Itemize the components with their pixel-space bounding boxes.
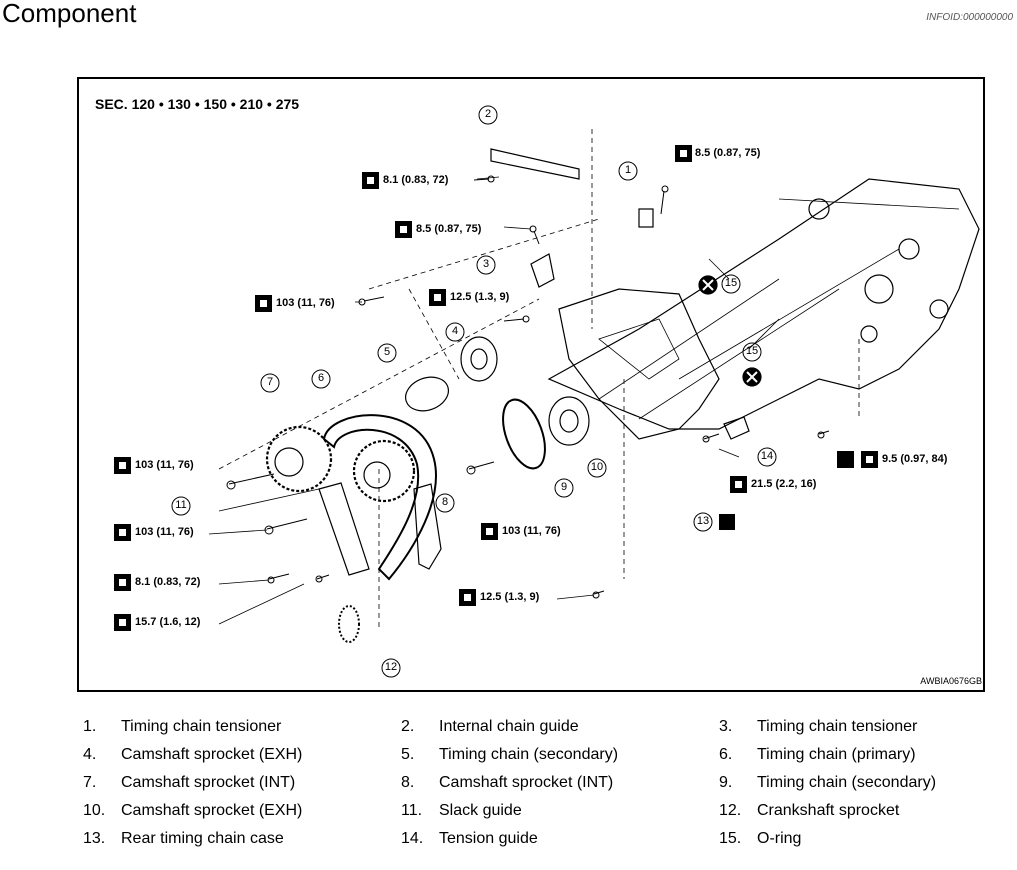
- torque-label: 103 (11, 76): [502, 525, 561, 537]
- slack-guide: [318, 482, 370, 576]
- chain-6: [322, 414, 437, 581]
- diagram-drawing: [114, 105, 980, 678]
- torque-label: 8.1 (0.83, 72): [383, 174, 449, 186]
- tensioner-1-body: [638, 208, 654, 228]
- callout-11: 11: [175, 499, 187, 511]
- sprocket-10: [548, 396, 590, 446]
- rear-timing-chain-case: [558, 288, 720, 440]
- torque-label: 12.5 (1.3, 9): [450, 291, 510, 303]
- page-title: Component: [2, 0, 137, 28]
- torque-label: 8.5 (0.87, 75): [695, 147, 761, 159]
- sprocket-8: [352, 439, 416, 503]
- callout-2: 2: [484, 108, 492, 120]
- torque-label: 103 (11, 76): [135, 526, 194, 538]
- callout-6: 6: [317, 372, 325, 384]
- callout-10: 10: [590, 461, 604, 473]
- internal-chain-guide: [490, 148, 580, 180]
- engine-block: [547, 178, 980, 430]
- chain-5: [405, 376, 449, 412]
- torque-label: 103 (11, 76): [276, 297, 335, 309]
- x-mark-2: [742, 367, 762, 387]
- torque-label: 8.5 (0.87, 75): [416, 223, 482, 235]
- callout-9: 9: [560, 481, 568, 493]
- exploded-diagram: SEC. 120 • 130 • 150 • 210 • 275 8.1 (0.…: [77, 77, 985, 692]
- bracket-14: [723, 416, 750, 440]
- callout-15: 15: [724, 277, 738, 289]
- sprocket-7: [265, 425, 333, 493]
- callout-1: 1: [624, 164, 632, 176]
- torque-label: 12.5 (1.3, 9): [480, 591, 540, 603]
- tensioner-3-body: [530, 253, 555, 288]
- torque-label: 21.5 (2.2, 16): [751, 478, 817, 490]
- chain-9: [502, 398, 546, 470]
- torque-icons: [114, 145, 878, 631]
- figure-id: AWBIA0676GB: [920, 676, 982, 686]
- torque-label: 15.7 (1.6, 12): [135, 616, 201, 628]
- callout-14: 14: [760, 450, 774, 462]
- callout-13: 13: [696, 515, 710, 527]
- sprocket-4: [460, 336, 498, 382]
- torque-label: 8.1 (0.83, 72): [135, 576, 201, 588]
- tension-guide: [413, 483, 442, 570]
- callout-4: 4: [451, 325, 459, 337]
- callout-12: 12: [384, 661, 398, 673]
- callout-15b: 15: [745, 345, 759, 357]
- section-label: SEC. 120 • 130 • 150 • 210 • 275: [95, 96, 300, 112]
- callout-8: 8: [441, 496, 449, 508]
- callout-5: 5: [383, 346, 391, 358]
- torque-label: 103 (11, 76): [135, 459, 194, 471]
- callout-7: 7: [266, 376, 274, 388]
- torque-label: 9.5 (0.97, 84): [882, 453, 948, 465]
- info-id: INFOID:000000000: [926, 12, 1013, 23]
- x-mark-1: [698, 275, 718, 295]
- crankshaft-sprocket: [338, 605, 360, 643]
- callout-3: 3: [482, 258, 490, 270]
